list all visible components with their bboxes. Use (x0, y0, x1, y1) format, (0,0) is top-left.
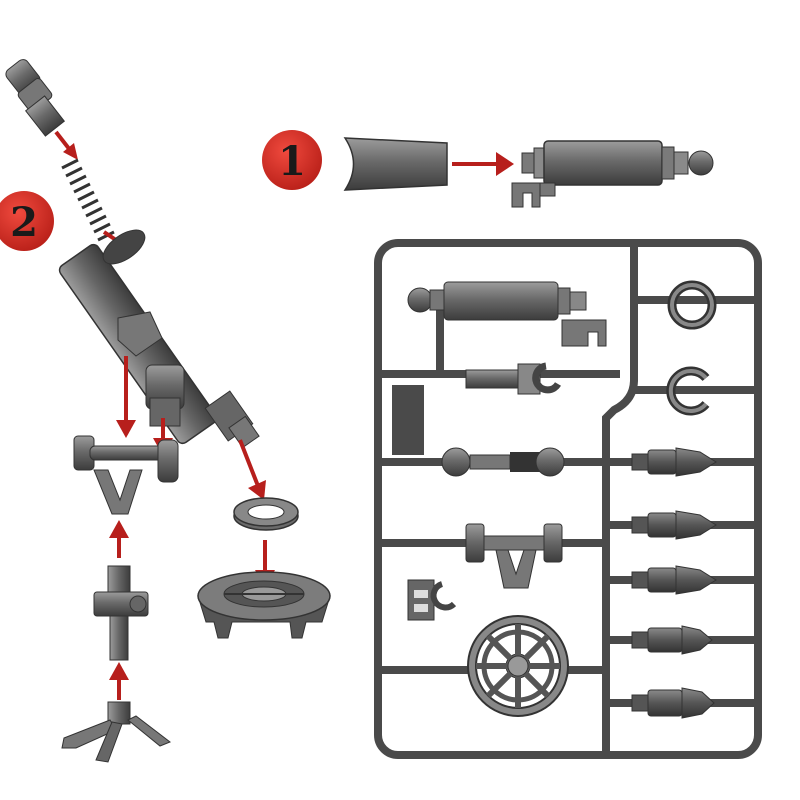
elevation-clamp (117, 311, 185, 427)
step-badge-1: 1 (262, 130, 322, 190)
arrow-head-icon (109, 520, 129, 538)
sprue-ring-part (667, 280, 717, 330)
step-number-2: 2 (10, 199, 38, 246)
sprue-connector-part (465, 362, 562, 395)
spring-icon (61, 158, 115, 242)
sprue-ring-cut-part (666, 366, 710, 416)
arrow-head-icon (63, 143, 78, 160)
step1-arrow-head-icon (496, 152, 514, 176)
step2-arrow-e (238, 439, 260, 487)
shell-icon (631, 565, 717, 595)
shell-icon (631, 625, 713, 655)
shell-icon (631, 687, 715, 719)
step1-sleeve-part (343, 137, 448, 191)
step-badge-2: 2 (0, 191, 54, 251)
vertical-mount (93, 565, 149, 661)
baseplate-icon (197, 571, 331, 639)
mortar-top-cap (5, 59, 66, 137)
sprue-ball-bar-part (441, 447, 565, 477)
arrow-head-icon (109, 662, 129, 680)
sprue-barrel-part (407, 281, 607, 347)
wheel-icon (467, 615, 569, 717)
badge-circle-icon (262, 130, 322, 190)
step-number-1: 1 (278, 138, 306, 185)
base-ring (233, 497, 299, 531)
tripod-foot-icon (61, 701, 172, 763)
step1-barrel-part (511, 140, 714, 208)
badge-circle-icon (0, 191, 54, 251)
sprue-bracket-part (407, 579, 457, 621)
sprue-yoke-part (465, 523, 563, 589)
shell-icon (631, 447, 717, 477)
shell-icon (631, 510, 717, 540)
arrow-head-icon (248, 480, 266, 500)
step2-arrow-a (54, 130, 72, 152)
sprue-tab (392, 385, 424, 455)
bipod-yoke (73, 435, 179, 515)
arrow-head-icon (116, 420, 136, 438)
